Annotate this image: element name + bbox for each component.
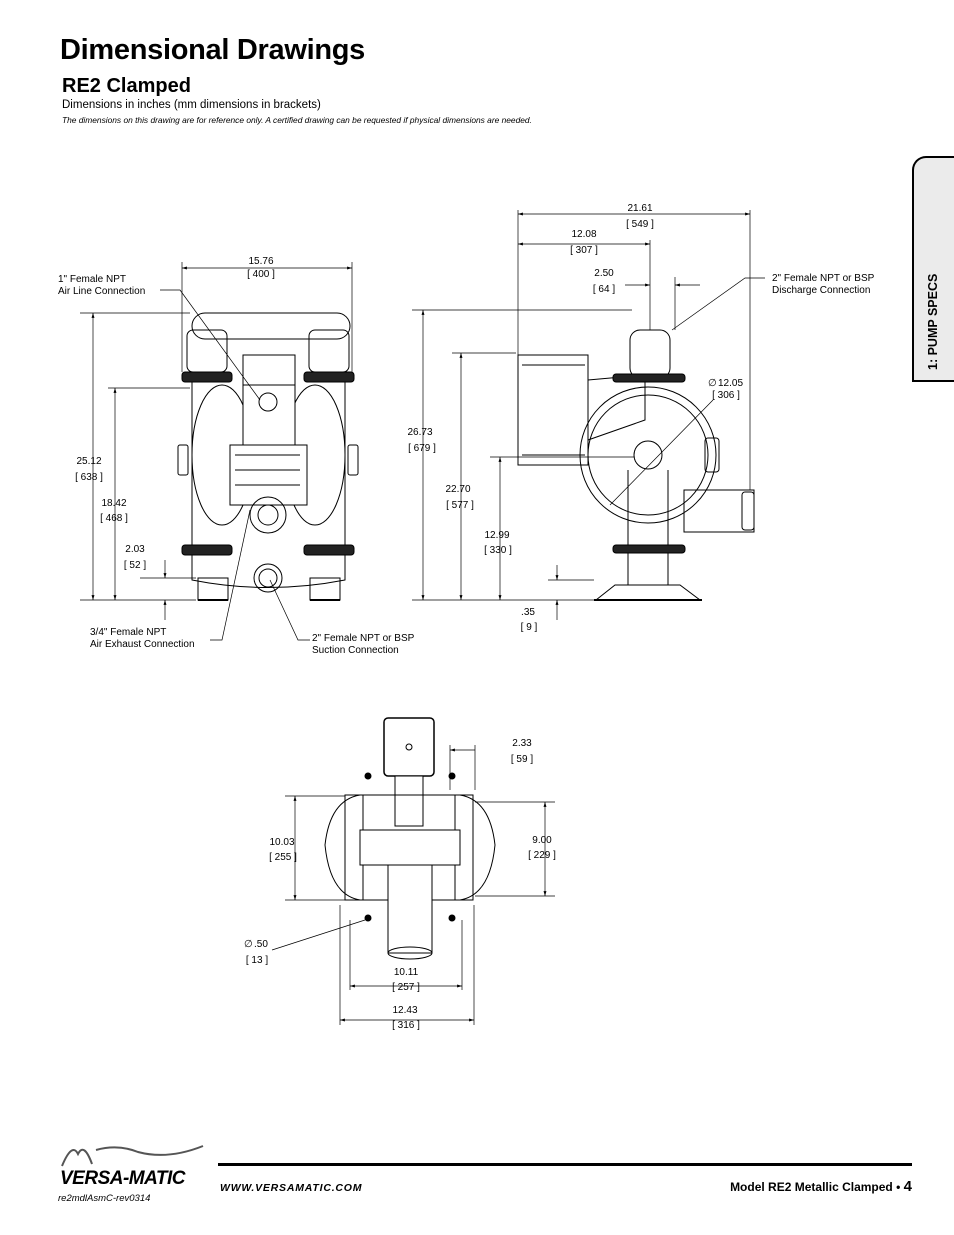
dim-base-height-mm: [ 52 ]	[124, 560, 146, 571]
dim-center-height-in: 12.99	[484, 530, 509, 541]
air-exhaust-label-2: Air Exhaust Connection	[90, 639, 195, 650]
discharge-label-2: Discharge Connection	[772, 285, 870, 296]
suction-label-1: 2" Female NPT or BSP	[312, 633, 415, 644]
dim-side-height-mm: [ 679 ]	[408, 443, 436, 454]
side-tab[interactable]: 1: PUMP SPECS	[912, 156, 954, 382]
dim-half-width-in: 12.08	[571, 229, 596, 240]
footer-rule	[218, 1163, 912, 1166]
dim-base-in: .35	[521, 607, 535, 618]
dim-bolt-span-mm: [ 257 ]	[392, 982, 420, 993]
dim-hole-mm: [ 13 ]	[246, 955, 268, 966]
dim-width-in: 15.76	[248, 256, 273, 267]
dim-diameter-in: 12.05	[718, 378, 743, 389]
dim-depth-left-in: 10.03	[269, 837, 294, 848]
dim-discharge-height-in: 22.70	[445, 484, 470, 495]
dim-bolt-span-in: 10.11	[394, 967, 419, 978]
dim-overall-width-in: 21.61	[627, 203, 652, 214]
dim-overall-in: 12.43	[392, 1005, 417, 1016]
top-view-labels: 2.33 [ 59 ] 10.03 [ 255 ] 9.00 [ 229 ] ∅…	[244, 738, 556, 1031]
page-title: Dimensional Drawings	[60, 34, 366, 66]
disclaimer: The dimensions on this drawing are for r…	[62, 115, 532, 125]
dim-offset-in: 2.33	[512, 738, 532, 749]
website-link[interactable]: WWW.VERSAMATIC.COM	[220, 1182, 363, 1194]
side-view-drawing	[517, 329, 755, 601]
air-exhaust-label-1: 3/4" Female NPT	[90, 627, 166, 638]
units-note: Dimensions in inches (mm dimensions in b…	[62, 99, 321, 111]
dim-overall-height-in: 25.12	[76, 456, 101, 467]
top-view-drawing	[324, 717, 496, 960]
dim-base-mm: [ 9 ]	[521, 622, 538, 633]
dim-offset-mm: [ 59 ]	[511, 754, 533, 765]
dim-center-height-mm: [ 330 ]	[484, 545, 512, 556]
model-page-label: Model RE2 Metallic Clamped • 4	[730, 1178, 912, 1195]
front-view-labels: 15.76 [ 400 ] 1" Female NPT Air Line Con…	[58, 256, 415, 656]
dim-discharge-offset-mm: [ 64 ]	[593, 284, 615, 295]
diameter-symbol: ∅	[708, 378, 717, 389]
dim-overall-mm: [ 316 ]	[392, 1020, 420, 1031]
model-title: RE2 Clamped	[62, 75, 191, 97]
air-line-label-1: 1" Female NPT	[58, 274, 126, 285]
dim-overall-height-mm: [ 638 ]	[75, 472, 103, 483]
dim-depth-left-mm: [ 255 ]	[269, 852, 297, 863]
dim-depth-right-mm: [ 229 ]	[528, 850, 556, 861]
page-number: 4	[903, 1178, 912, 1195]
hole-diameter-symbol: ∅	[244, 939, 253, 950]
dim-inlet-height-in: 18.42	[101, 498, 126, 509]
dim-discharge-height-mm: [ 577 ]	[446, 500, 474, 511]
dim-inlet-height-mm: [ 468 ]	[100, 513, 128, 524]
vm-logo-icon	[58, 1140, 208, 1175]
dim-side-height-in: 26.73	[407, 427, 432, 438]
dim-width-mm: [ 400 ]	[247, 269, 275, 280]
air-line-label-2: Air Line Connection	[58, 286, 145, 297]
side-view-labels: 21.61 [ 549 ] 12.08 [ 307 ] 2.50 [ 64 ] …	[407, 203, 874, 633]
brand-logo: VERSA-MATIC	[60, 1168, 186, 1189]
dim-diameter-mm: [ 306 ]	[712, 390, 740, 401]
dim-half-width-mm: [ 307 ]	[570, 245, 598, 256]
dim-discharge-offset-in: 2.50	[594, 268, 614, 279]
dim-overall-width-mm: [ 549 ]	[626, 219, 654, 230]
dim-base-height-in: 2.03	[125, 544, 145, 555]
doc-code: re2mdlAsmC-rev0314	[58, 1193, 151, 1204]
model-label: Model RE2 Metallic Clamped •	[730, 1180, 901, 1194]
suction-label-2: Suction Connection	[312, 645, 399, 656]
dim-depth-right-in: 9.00	[532, 835, 552, 846]
front-view-drawing	[177, 312, 359, 601]
discharge-label-1: 2" Female NPT or BSP	[772, 273, 875, 284]
dim-hole-in: .50	[254, 939, 268, 950]
